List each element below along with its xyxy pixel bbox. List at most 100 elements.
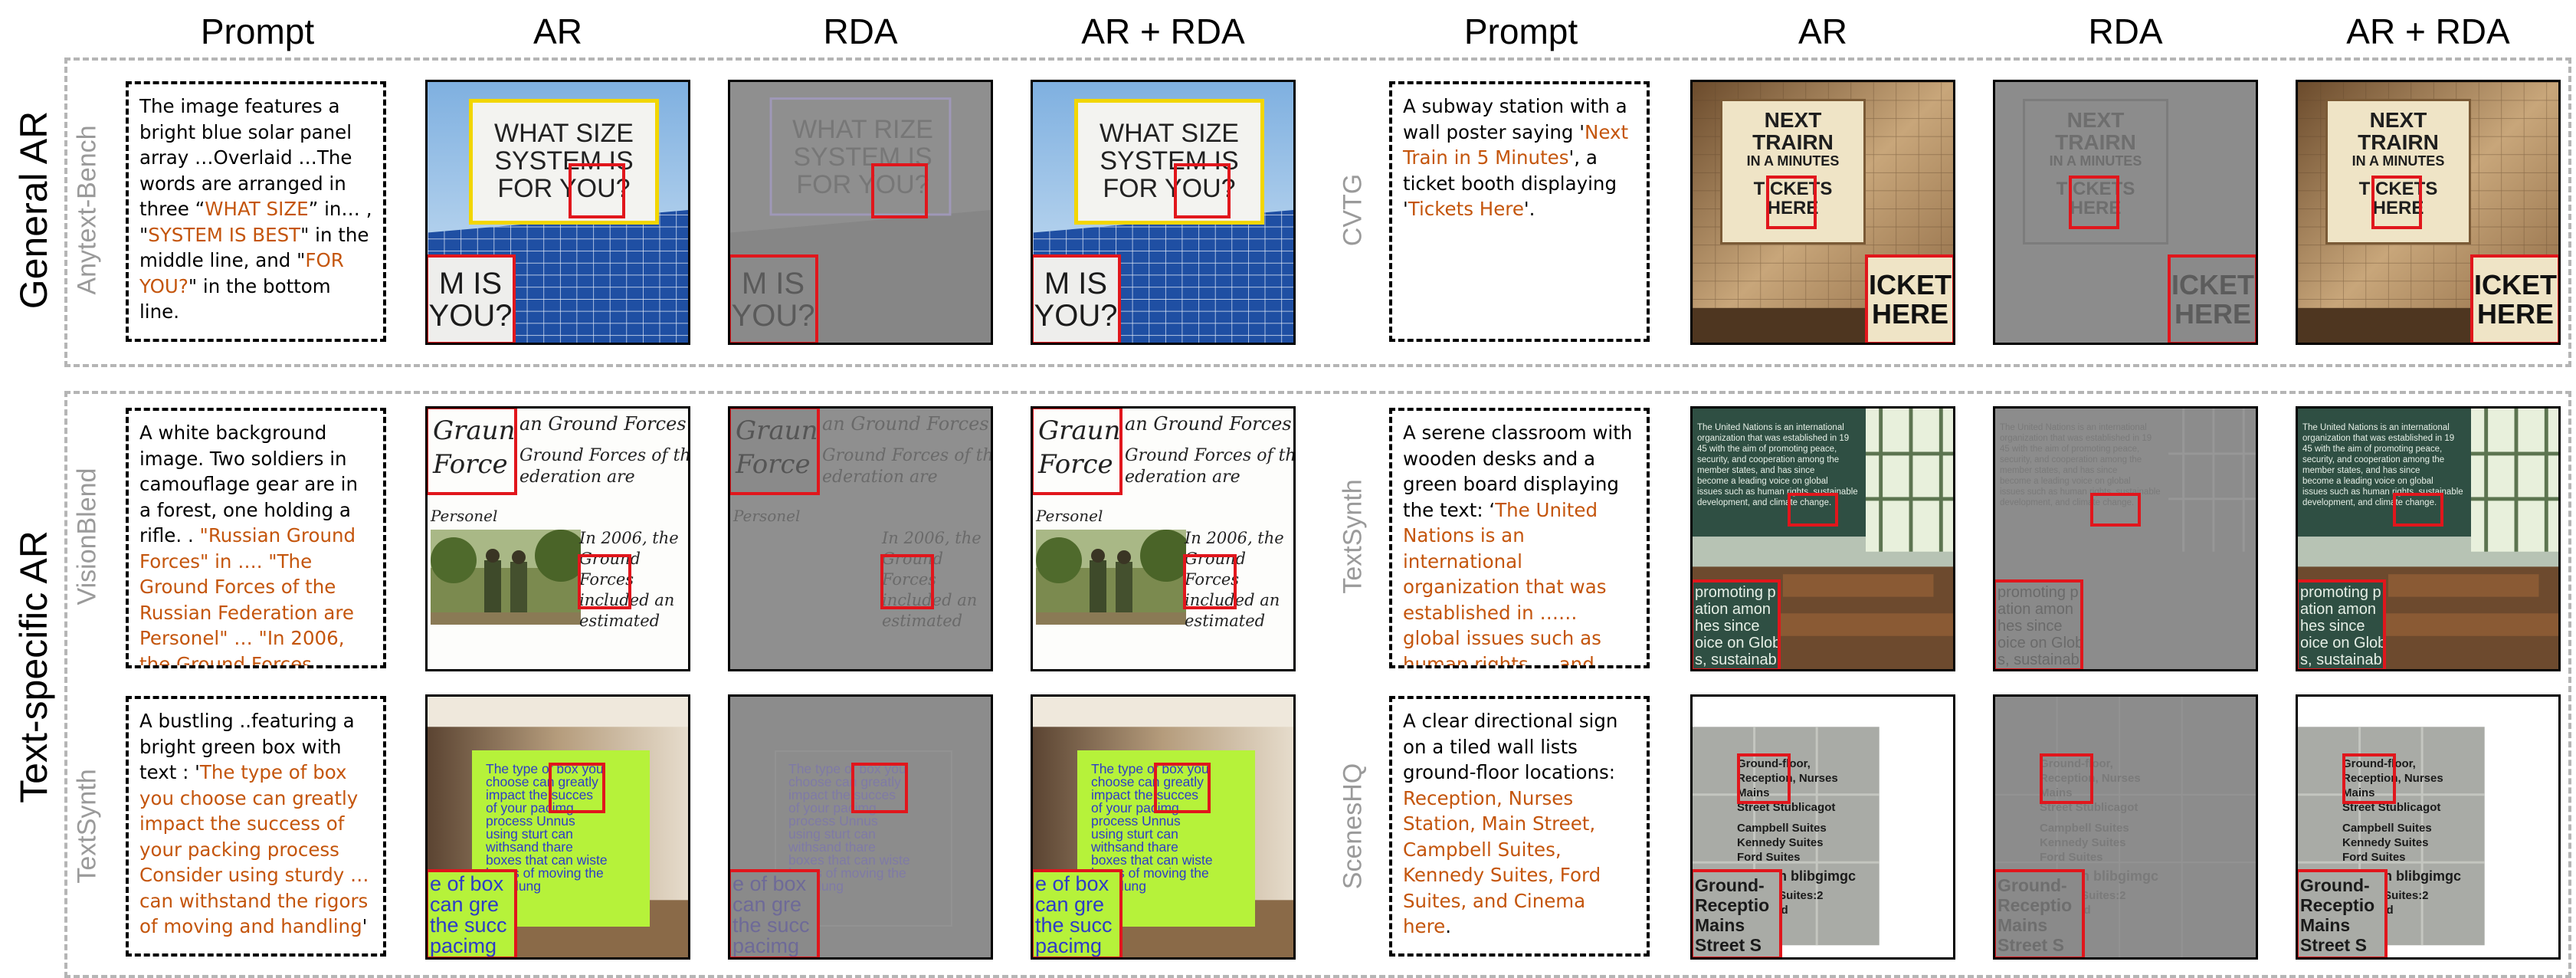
sign-line7: Ford Suites xyxy=(2342,851,2406,864)
prompt-highlight-text: SYSTEM IS BEST xyxy=(148,223,301,246)
prompt-text: A serene classroom with wooden desks and… xyxy=(1403,422,1633,521)
box-line2: choose can greatly xyxy=(486,774,598,789)
image-r1-left-rda: WHAT RIZE SYSTEM IS FOR YOU? M IS YOU? xyxy=(728,80,993,345)
board-line8: development, and climate change. xyxy=(2000,498,2135,507)
box-line3: impact the succes xyxy=(486,787,594,802)
board-line6: become a leading voice on global xyxy=(2302,477,2433,486)
zoom-text-line5: s, sustainab xyxy=(1695,651,1777,668)
zoom-region-box xyxy=(2371,176,2422,229)
sign-line2: Reception, Nurses xyxy=(2342,772,2443,785)
sign-line2: Reception, Nurses xyxy=(2040,772,2141,785)
prompt-box-r1-right: A subway station with a wall poster sayi… xyxy=(1389,81,1650,342)
doc-right-line3: Forces xyxy=(579,570,634,589)
zoom-text-line1: promoting p xyxy=(1998,584,2079,601)
image-r3-left-ar-rda: The type of box you choose can greatly i… xyxy=(1031,694,1296,960)
sign-line4: Street Stublicagot xyxy=(2342,801,2441,814)
board-line6: become a leading voice on global xyxy=(1697,477,1828,486)
doc-right-line5: estimated xyxy=(579,612,660,630)
zoom-text-line4: Street S xyxy=(1998,935,2064,955)
box-line2: choose can greatly xyxy=(788,774,901,789)
zoom-inset: Graun Force xyxy=(1033,409,1122,495)
prompt-highlight-text: Next Train in 5 Minutes xyxy=(1403,120,1629,169)
zoom-inset: Ground- Receptio Mains Street S xyxy=(1693,869,1782,957)
zoom-text-line4: oice on Glob xyxy=(1998,635,2083,651)
zoom-text-line1: M IS xyxy=(1044,267,1108,300)
prompt-box-r1-left: The image features a bright blue solar p… xyxy=(126,81,386,342)
image-r1-right-rda: NEXT TRAIRN IN A MINUTES TICKETS HERE IC… xyxy=(1993,80,2258,345)
ticket-text-line2: HERE xyxy=(2070,197,2122,218)
zoom-region-box xyxy=(2090,493,2141,527)
row-group-label-general: General AR xyxy=(12,110,55,310)
prompt-text: ” in… , " xyxy=(139,198,372,246)
zoom-region-box xyxy=(1183,554,1237,609)
image-r3-left-ar: The type of box you choose can greatly i… xyxy=(425,694,690,960)
zoom-text-line4: Street S xyxy=(2300,935,2367,955)
prompt-highlight-text: FOR YOU? xyxy=(139,249,344,297)
image-r3-left-rda: The type of box you choose can greatly i… xyxy=(728,694,993,960)
zoom-text-line5: s, sustainab xyxy=(2300,651,2382,668)
sign-line1: Ground-floor, xyxy=(2342,757,2416,770)
box-line5: process Unnus xyxy=(486,813,575,829)
zoom-region-box xyxy=(1154,763,1211,813)
col-header-rda-left: RDA xyxy=(823,11,898,51)
doc-line2: ederation are xyxy=(519,468,635,487)
box-line7: withsand thare xyxy=(1091,839,1178,855)
zoom-text-line1: Ground- xyxy=(1998,875,2067,895)
board-line8: development, and climate change. xyxy=(2302,498,2437,507)
board-line7: issues such as human rights, sustainable xyxy=(2302,487,2463,497)
board-line2: organization that was established in 19 xyxy=(1697,434,1850,443)
doc-heading: an Ground Forces xyxy=(822,413,989,435)
board-line6: become a leading voice on global xyxy=(2000,477,2131,486)
zoom-text-line5: s, sustainab xyxy=(1998,651,2079,668)
doc-line1: Ground Forces of the xyxy=(519,446,690,465)
prompt-text: A clear directional sign on a tiled wall… xyxy=(1403,710,1618,783)
prompt-highlight-text: The United Nations is an international o… xyxy=(1403,498,1607,668)
poster-text-line1: NEXT xyxy=(2066,108,2125,132)
sign-line7: Ford Suites xyxy=(2040,851,2103,864)
poster-text-line3: IN A MINUTES xyxy=(2352,153,2445,169)
prompt-box-r2-right: A serene classroom with wooden desks and… xyxy=(1389,408,1650,668)
image-r1-right-ar-rda: NEXT TRAIRN IN A MINUTES TICKETS HERE IC… xyxy=(2296,80,2561,345)
zoom-text-line2: Force xyxy=(433,449,508,480)
sign-text-line3: FOR YOU? xyxy=(1103,173,1236,203)
zoom-region-box xyxy=(569,163,625,218)
image-r3-right-ar: Ground-floor, Reception, Nurses Mains St… xyxy=(1690,694,1955,960)
board-line4: security, and cooperation among the xyxy=(2000,455,2142,464)
dataset-label-r1-left: Anytext-Bench xyxy=(72,125,102,295)
row-group-label-text-specific: Text-specific AR xyxy=(12,530,55,803)
doc-line1: Ground Forces of the xyxy=(1125,446,1296,465)
doc-line1: Ground Forces of the xyxy=(822,446,993,465)
board-line3: 45 with the aim of promoting peace, xyxy=(1697,445,1837,454)
prompt-text: ' xyxy=(362,915,368,937)
sign-line5: Campbell Suites xyxy=(2040,822,2129,835)
sign-line6: Kennedy Suites xyxy=(2040,836,2126,849)
box-line8: boxes that can wiste xyxy=(486,852,608,868)
zoom-inset: ICKET HERE xyxy=(1865,254,1953,343)
sign-text-line2: SYSTEM IS xyxy=(494,146,634,176)
box-line6: using sturt can xyxy=(788,826,876,842)
prompt-text: A bustling ..featuring a bright green bo… xyxy=(139,710,355,783)
sign-text-line1: WHAT RIZE xyxy=(792,115,933,145)
board-line2: organization that was established in 19 xyxy=(2000,434,2152,443)
box-line6: using sturt can xyxy=(486,826,573,842)
box-line8: boxes that can wiste xyxy=(1091,852,1213,868)
dataset-label-r3-left: TextSynth xyxy=(72,769,102,884)
board-line8: development, and climate change. xyxy=(1697,498,1832,507)
image-r2-right-ar-rda: The United Nations is an international o… xyxy=(2296,406,2561,671)
zoom-text-line1: M IS xyxy=(741,267,805,300)
sign-line6: Kennedy Suites xyxy=(1737,836,1824,849)
board-line2: organization that was established in 19 xyxy=(2302,434,2455,443)
zoom-text-line1: e of box xyxy=(1035,872,1109,895)
zoom-text-line1: Graun xyxy=(736,415,818,446)
board-line3: 45 with the aim of promoting peace, xyxy=(2302,445,2443,454)
zoom-text-line4: oice on Glob xyxy=(1695,635,1781,651)
dataset-label-r2-left: VisionBlend xyxy=(72,468,102,606)
image-r2-right-ar: The United Nations is an international o… xyxy=(1690,406,1955,671)
prompt-text: A white background image. Two soldiers i… xyxy=(139,422,358,546)
dataset-label-r2-right: TextSynth xyxy=(1338,479,1368,594)
ticket-text-line2: HERE xyxy=(1767,197,1819,218)
soldiers-photo xyxy=(431,530,581,625)
image-r2-right-rda: The United Nations is an international o… xyxy=(1993,406,2258,671)
image-r2-left-rda: an Ground Forces Ground Forces of the ed… xyxy=(728,406,993,671)
ticket-text-line2: HERE xyxy=(2372,197,2424,218)
